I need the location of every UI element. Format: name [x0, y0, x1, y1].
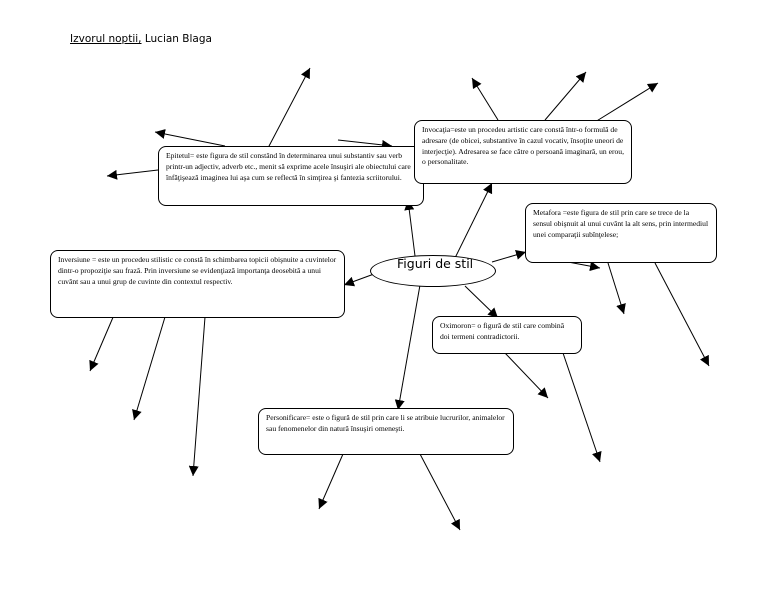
personificare-box: Personificare= este o figură de stil pri…	[258, 408, 514, 455]
arrow-epitetul-3	[154, 129, 226, 147]
metafora-box: Metafora =este figura de stil prin care …	[525, 203, 717, 263]
arrow-epitetul-2	[337, 139, 393, 150]
poem-title: Izvorul noptii,	[70, 33, 142, 45]
arrow-center-to-personificare	[394, 284, 421, 411]
arrow-invocatia-3	[594, 82, 659, 123]
arrow-oximoron-2	[562, 352, 602, 463]
document-header: Izvorul noptii, Lucian Blaga	[70, 33, 212, 45]
central-topic: Figuri de stil	[370, 255, 496, 287]
arrow-epitetul-4	[106, 169, 159, 180]
central-topic-label: Figuri de stil	[397, 256, 474, 271]
arrow-inversiune-1	[89, 307, 118, 372]
arrow-personificare-1	[318, 453, 344, 510]
arrow-center-to-oximoron	[464, 285, 499, 319]
arrow-personificare-2	[419, 453, 461, 531]
invocatia-box: Invocaţia=este un procedeu artistic care…	[414, 120, 632, 184]
arrow-inversiune-3	[188, 316, 206, 477]
arrow-invocatia-2	[544, 71, 587, 121]
arrow-center-to-invocatia	[454, 182, 493, 259]
poem-author: Lucian Blaga	[144, 33, 212, 45]
arrow-inversiune-2	[132, 316, 166, 421]
arrow-metafora-3	[567, 261, 601, 272]
arrow-metafora-1	[607, 262, 626, 315]
arrow-center-to-inversiune	[343, 273, 375, 287]
arrow-metafora-2	[654, 262, 710, 367]
arrow-oximoron-1	[504, 352, 549, 399]
arrow-invocatia-1	[471, 77, 499, 121]
oximoron-box: Oximoron= o figură de stil care combină …	[432, 316, 582, 354]
epitetul-box: Epitetul= este figura de stil constând î…	[158, 146, 424, 206]
inversiune-box: Inversiune = este un procedeu stilistic …	[50, 250, 345, 318]
arrow-epitetul-1	[267, 67, 311, 149]
arrow-center-to-metafora	[491, 250, 527, 263]
arrow-center-to-epitetul	[404, 199, 416, 257]
